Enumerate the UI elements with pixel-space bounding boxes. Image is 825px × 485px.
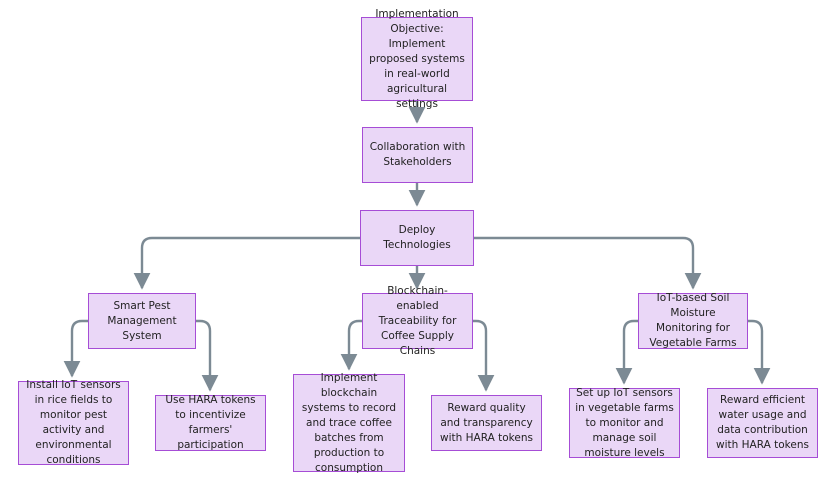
edge-pest-iot-rice	[63, 319, 88, 378]
node-label: Reward efficient water usage and data co…	[716, 394, 809, 451]
node-label: Deploy Technologies	[383, 224, 451, 251]
node-label: Implement blockchain systems to record a…	[301, 371, 397, 474]
node-label: Use HARA tokens to incentivize farmers' …	[165, 394, 256, 451]
node-iot-soil-moisture: IoT-based Soil Moisture Monitoring for V…	[638, 292, 748, 349]
node-label: Set up IoT sensors in vegetable farms to…	[575, 386, 674, 459]
node-label: Install IoT sensors in rice fields to mo…	[26, 379, 121, 466]
node-deploy-technologies: Deploy Technologies	[360, 210, 474, 266]
node-collaboration-with-stakeholders: Collaboration with Stakeholders	[362, 127, 473, 183]
node-install-iot-sensors-rice: Install IoT sensors in rice fields to mo…	[18, 379, 129, 466]
edge-soil-veg-sensors	[615, 319, 638, 385]
node-label: Collaboration with Stakeholders	[369, 141, 466, 168]
edge-blockchain-implement	[340, 319, 362, 371]
node-implementation-objective: Implementation Objective: Implement prop…	[361, 8, 473, 110]
node-label: Implementation Objective: Implement prop…	[369, 7, 465, 110]
edge-deploy-pest	[133, 236, 360, 290]
node-smart-pest-management: Smart Pest Management System	[88, 293, 196, 349]
node-blockchain-traceability: Blockchain-enabled Traceability for Coff…	[362, 285, 473, 357]
edge-deploy-soil	[474, 236, 702, 290]
node-label: Reward quality and transparency with HAR…	[440, 401, 533, 444]
node-label: Smart Pest Management System	[107, 299, 177, 342]
node-reward-water-usage: Reward efficient water usage and data co…	[707, 388, 818, 458]
node-reward-quality-transparency: Reward quality and transparency with HAR…	[431, 395, 542, 451]
node-label: IoT-based Soil Moisture Monitoring for V…	[649, 292, 737, 349]
node-label: Blockchain-enabled Traceability for Coff…	[378, 284, 457, 357]
edge-soil-reward-water	[748, 319, 771, 385]
node-implement-blockchain-systems: Implement blockchain systems to record a…	[293, 372, 405, 474]
node-iot-sensors-vegetable-farms: Set up IoT sensors in vegetable farms to…	[569, 386, 680, 459]
edge-blockchain-reward-quality	[473, 319, 495, 392]
edge-pest-hara-farmers	[196, 319, 219, 392]
node-hara-tokens-farmers: Use HARA tokens to incentivize farmers' …	[155, 394, 266, 451]
